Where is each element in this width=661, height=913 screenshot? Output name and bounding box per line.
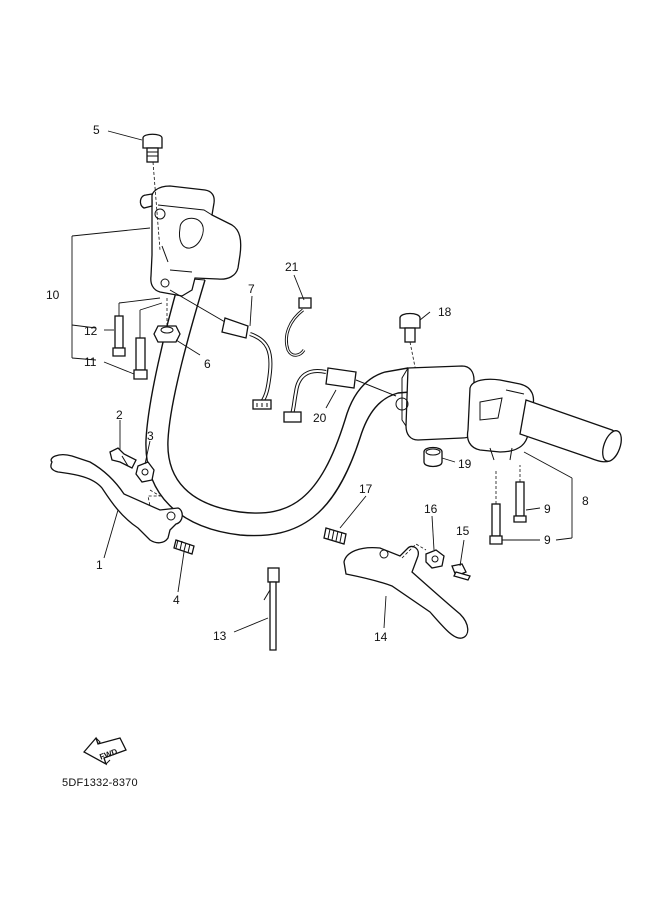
screw-12	[112, 297, 161, 357]
left-lever-1	[50, 454, 183, 544]
callout-5: 5	[93, 123, 100, 137]
right-lever-14	[343, 543, 469, 639]
nut-16	[425, 549, 445, 569]
callout-4: 4	[173, 593, 180, 607]
callout-13: 13	[213, 629, 227, 643]
handlebar	[145, 277, 411, 537]
bolt-2	[109, 447, 137, 469]
wire-clip-21	[284, 297, 312, 357]
lead-wire-7	[169, 289, 273, 410]
callout-17: 17	[359, 482, 373, 496]
callout-8: 8	[582, 494, 589, 508]
callout-9a: 9	[544, 502, 551, 516]
callout-2: 2	[116, 408, 123, 422]
screw-11	[133, 302, 163, 380]
left-switch-housing	[139, 185, 242, 297]
right-switch-housing	[395, 365, 622, 463]
leader-lines	[71, 130, 573, 633]
callout-10: 10	[46, 288, 60, 302]
lead-wire-20	[283, 367, 397, 423]
callout-15: 15	[456, 524, 470, 538]
callout-16: 16	[424, 502, 438, 516]
spring-17	[323, 527, 347, 545]
callout-6: 6	[204, 357, 211, 371]
callout-19: 19	[458, 457, 472, 471]
nut-6	[153, 296, 181, 343]
nut-19	[423, 446, 443, 468]
callout-21: 21	[285, 260, 299, 274]
fwd-arrow-icon: FWD	[82, 736, 127, 766]
spring-4	[173, 539, 195, 555]
callout-11: 11	[84, 355, 97, 369]
callout-20: 20	[313, 411, 327, 425]
bolt-15	[451, 563, 471, 581]
screw-5	[142, 133, 163, 251]
callout-7: 7	[248, 282, 255, 296]
nut-3	[135, 461, 155, 483]
callout-14: 14	[374, 630, 388, 644]
callout-9b: 9	[544, 533, 551, 547]
callout-12: 12	[84, 324, 98, 338]
part-code: 5DF1332-8370	[62, 777, 138, 789]
callout-18: 18	[438, 305, 452, 319]
cable-tie-13	[263, 567, 280, 651]
screw-9-upper	[513, 465, 527, 523]
callout-3: 3	[147, 429, 154, 443]
callout-1: 1	[96, 558, 103, 572]
screw-9-lower	[489, 470, 503, 545]
